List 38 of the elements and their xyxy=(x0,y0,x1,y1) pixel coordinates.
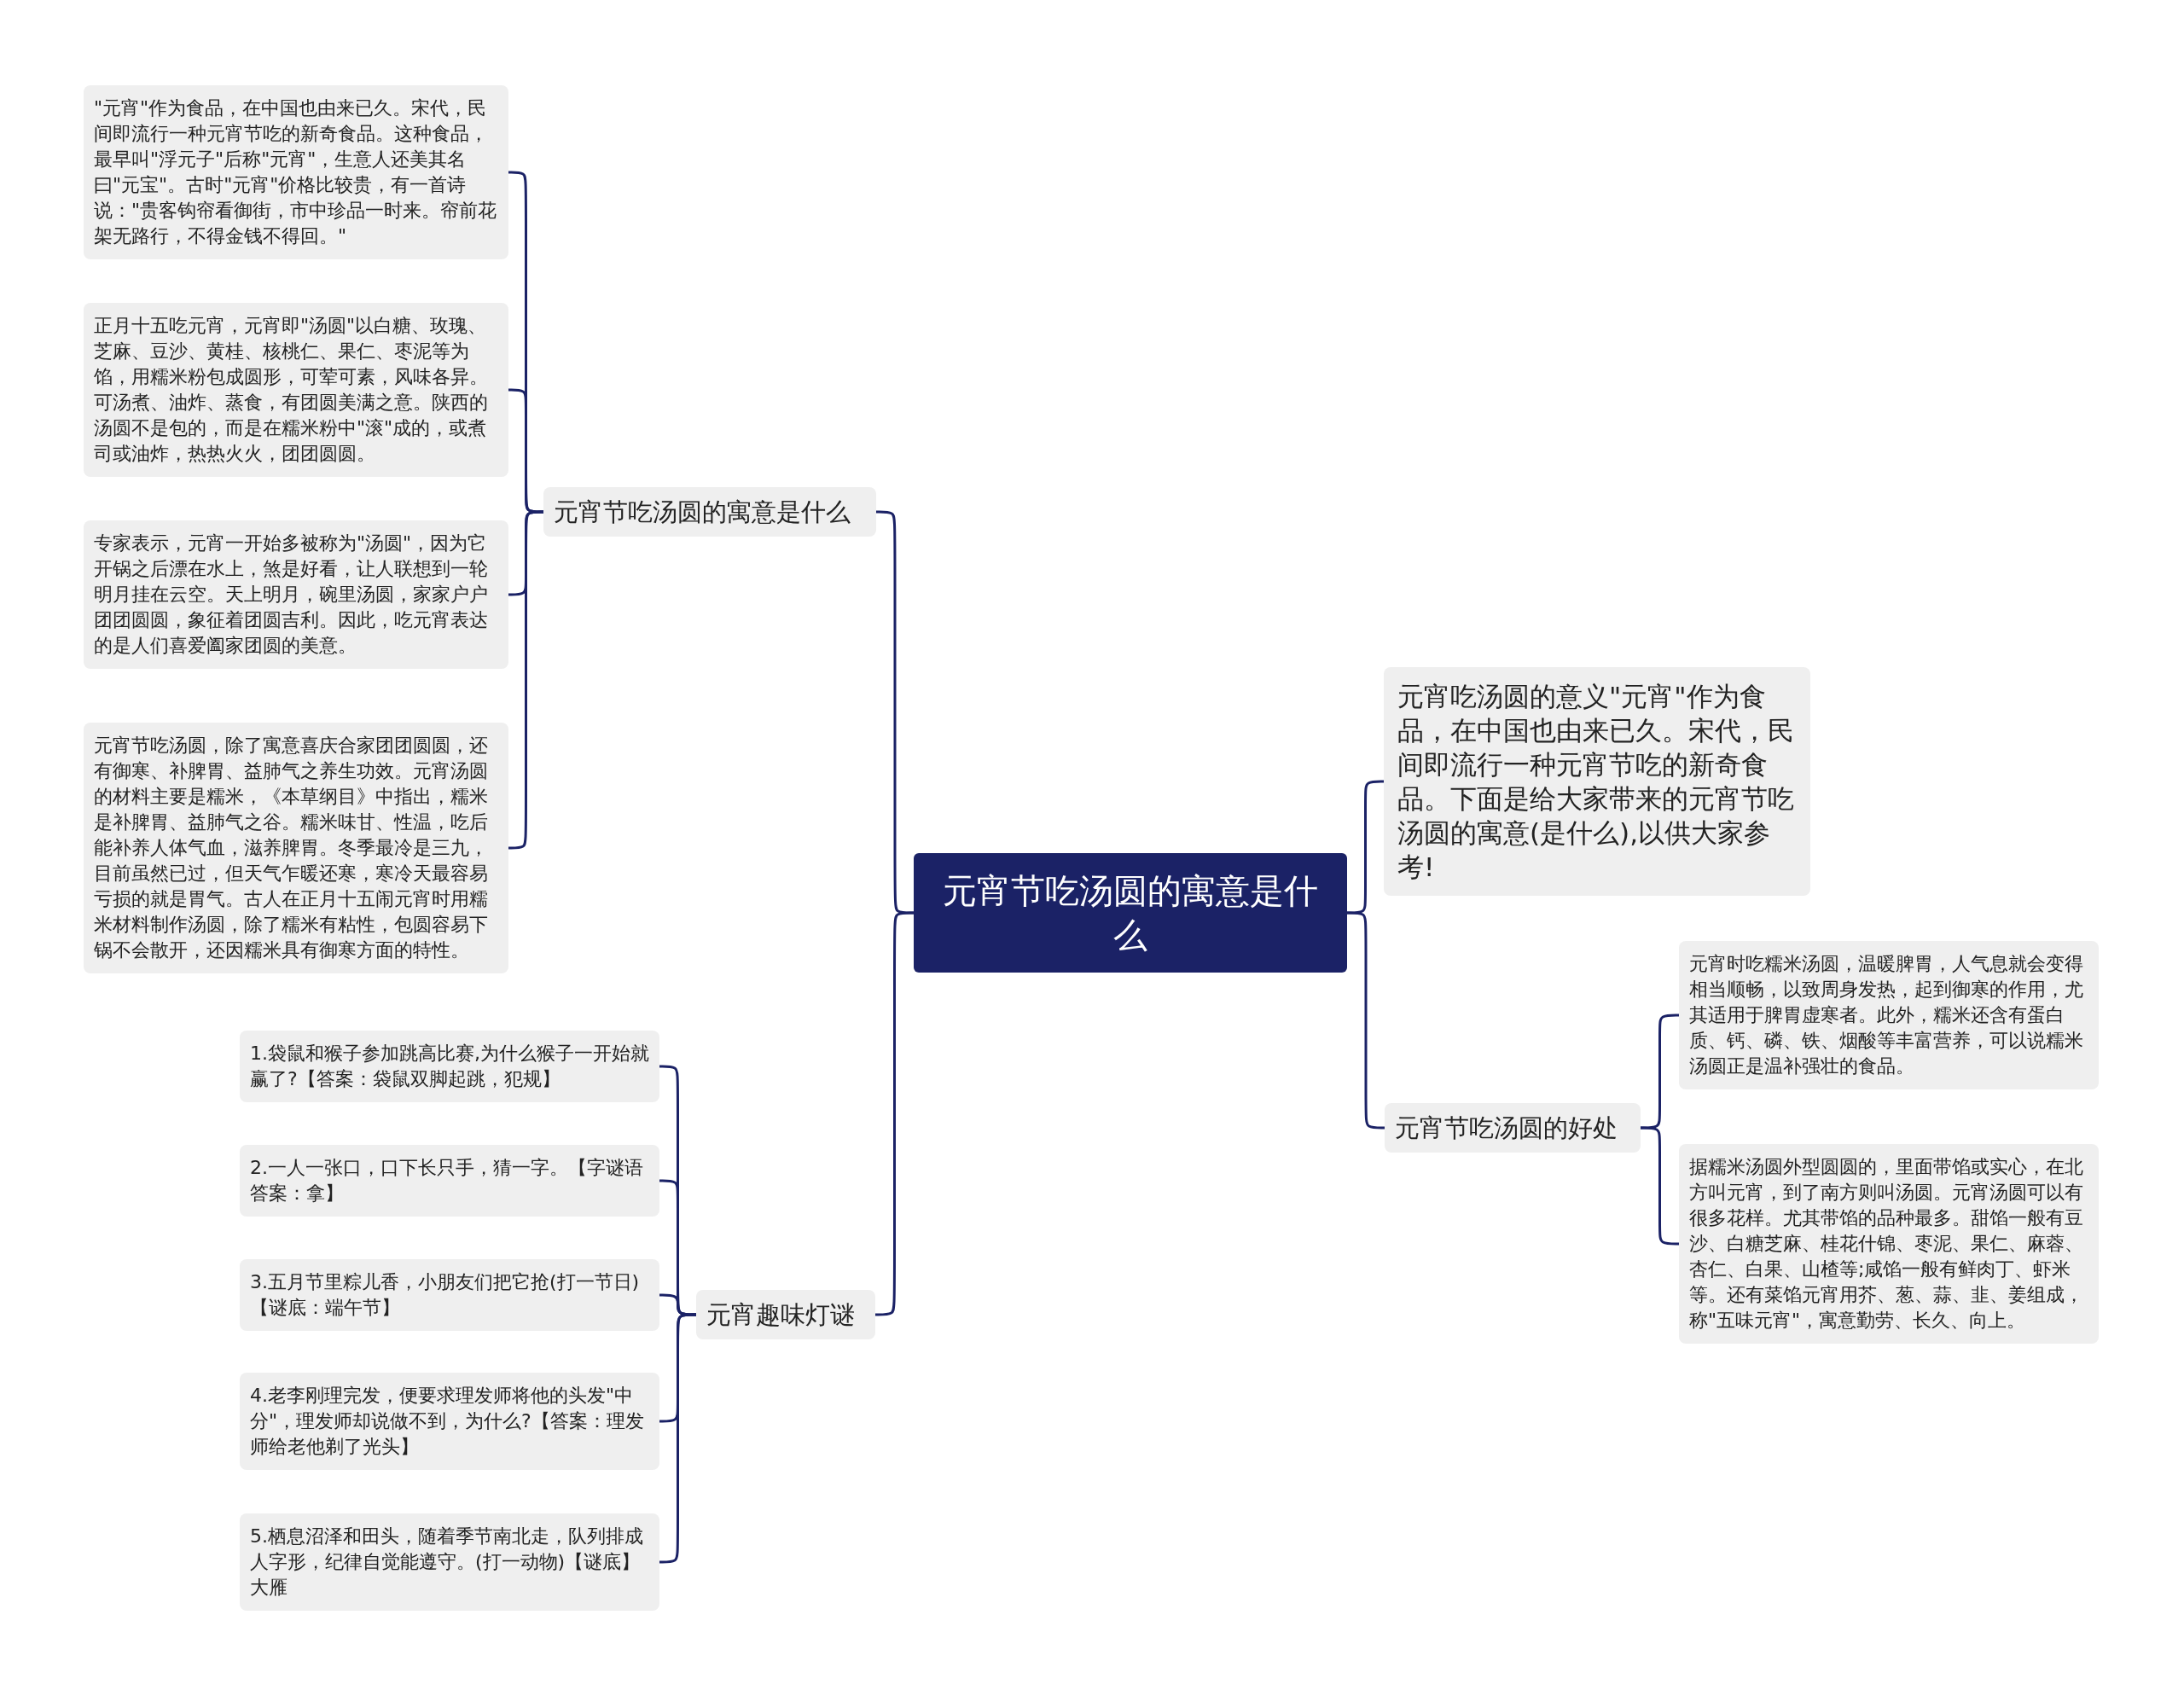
note-card xyxy=(84,520,508,669)
note-text: 3.五月节里粽儿香，小朋友们把它抢(打一节日)【谜底：端午节】 xyxy=(250,1270,641,1320)
connector-line xyxy=(508,388,543,514)
connector-line xyxy=(508,510,543,850)
note-card xyxy=(240,1513,659,1611)
note-card xyxy=(84,303,508,477)
note-card xyxy=(1679,1144,2099,1344)
note-card xyxy=(84,85,508,259)
topic-text: 元宵吃汤圆的意义"元宵"作为食品，在中国也由来已久。宋代，民间即流行一种元宵节吃的新奇食品。下面是给大家带来的元宵节吃汤圆的寓意(是什么),以供大家参考! xyxy=(1397,680,1795,884)
connector-line xyxy=(1641,1126,1679,1246)
topic-box xyxy=(1384,667,1810,896)
note-text: 1.袋鼠和猴子参加跳高比赛,为什么猴子一开始就赢了?【答案：袋鼠双脚起跳，犯规】 xyxy=(250,1042,649,1091)
note-text: 元宵节吃汤圆，除了寓意喜庆合家团团圆圆，还有御寒、补脾胃、益肺气之养生功效。元宵汤圆的材料主要是糯米，《本草纲目》中指出，糯米是补脾胃、益肺气之谷。糯米味甘、性温，吃后能补养人体气血，滋养脾胃。冬季最冷是三九，目前虽然已过，但天气乍暖还寒，寒冷天最容易亏损的就是胃气。古人在正月十五闹元宵时用糯米材料制作汤圆，除了糯米有粘性，包圆容易下锅不会散开，还因糯米具有御寒方面的特性。 xyxy=(94,734,489,962)
note-card xyxy=(240,1145,659,1217)
central-topic-text: 元宵节吃汤圆的寓意是什么 xyxy=(942,870,1319,956)
connector-line xyxy=(659,1313,696,1564)
note-card xyxy=(240,1373,659,1470)
topic-text: 元宵节吃汤圆的好处 xyxy=(1395,1112,1618,1144)
note-text: 据糯米汤圆外型圆圆的，里面带馅或实心，在北方叫元宵，到了南方则叫汤圆。元宵汤圆可以有很多花样。尤其带馅的品种最多。甜馅一般有豆沙、白糖芝麻、桂花什锦、枣泥、果仁、麻蓉、杏仁、白果、山楂等;咸馅一般有鲜肉丁、虾米等。还有菜馅元宵用芥、葱、蒜、韭、姜组成，称"五味元宵"，寓意勤劳、长久、向上。 xyxy=(1689,1155,2084,1333)
central-topic-box xyxy=(914,853,1347,973)
connector-line xyxy=(1347,911,1385,1130)
note-text: 5.栖息沼泽和田头，随着季节南北走，队列排成人字形，纪律自觉能遵守。(打一动物)【谜底】大雁 xyxy=(250,1525,644,1600)
note-card xyxy=(84,723,508,973)
topic-box xyxy=(543,487,876,537)
note-text: 2.一人一张口，口下长只手，猜一字。【字谜语答案：拿】 xyxy=(250,1156,644,1205)
topic-box xyxy=(696,1290,875,1339)
note-text: 专家表示，元宵一开始多被称为"汤圆"，因为它开锅之后漂在水上，煞是好看，让人联想到一轮明月挂在云空。天上明月，碗里汤圆，家家户户团团圆圆，象征着团圆吉利。因此，吃元宵表达的是人们喜爱阖家团圆的美意。 xyxy=(94,531,489,658)
note-card xyxy=(240,1031,659,1102)
note-card xyxy=(240,1259,659,1331)
note-text: "元宵"作为食品，在中国也由来已久。宋代，民间即流行一种元宵节吃的新奇食品。这种食品，最早叫"浮元子"后称"元宵"，生意人还美其名曰"元宝"。古时"元宵"价格比较贵，有一首诗说："贵客钩帘看御街，市中珍品一时来。帘前花架无路行，不得金钱不得回。" xyxy=(94,96,498,248)
note-card xyxy=(1679,941,2099,1089)
topic-box xyxy=(1385,1103,1641,1153)
note-text: 正月十五吃元宵，元宵即"汤圆"以白糖、玫瑰、芝麻、豆沙、黄桂、核桃仁、果仁、枣泥等为馅，用糯米粉包成圆形，可荤可素，风味各异。可汤煮、油炸、蒸食，有团圆美满之意。陕西的汤圆不是包的，而是在糯米粉中"滚"成的，或煮司或油炸，热热火火，团团圆圆。 xyxy=(94,314,489,466)
connector-line xyxy=(875,911,914,1316)
note-text: 元宵时吃糯米汤圆，温暖脾胃，人气息就会变得相当顺畅，以致周身发热，起到御寒的作用，尤其适用于脾胃虚寒者。此外，糯米还含有蛋白质、钙、磷、铁、烟酸等丰富营养，可以说糯米汤圆正是温补强壮的食品。 xyxy=(1689,952,2084,1078)
topic-text: 元宵节吃汤圆的寓意是什么 xyxy=(554,497,851,528)
note-text: 4.老李刚理完发，便要求理发师将他的头发"中分"，理发师却说做不到，为什么?【答案：理发师给老他剃了光头】 xyxy=(250,1384,645,1459)
topic-text: 元宵趣味灯谜 xyxy=(706,1299,856,1331)
